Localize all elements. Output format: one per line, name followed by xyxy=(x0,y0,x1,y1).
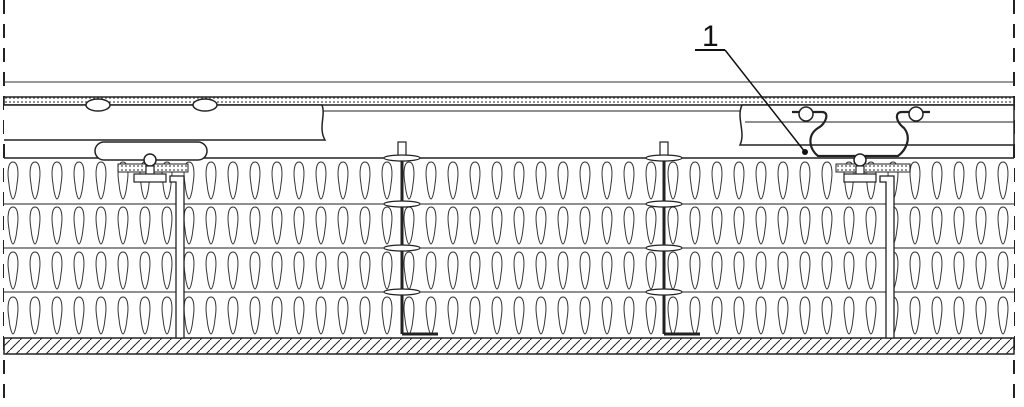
base-deck xyxy=(3,337,1015,355)
vertical-fastener-2 xyxy=(645,141,700,336)
callout-label-1: 1 xyxy=(702,20,719,53)
callout-leader-dot xyxy=(802,149,808,155)
callout-leader-line xyxy=(724,49,806,153)
left-board xyxy=(4,98,327,141)
right-board xyxy=(738,104,1015,146)
clip-bracket-right xyxy=(792,106,930,339)
vertical-fastener-1 xyxy=(383,141,438,336)
insulation-layers xyxy=(4,157,1014,338)
callout-1: 1 xyxy=(695,20,808,155)
support-bracket-left xyxy=(94,141,208,339)
